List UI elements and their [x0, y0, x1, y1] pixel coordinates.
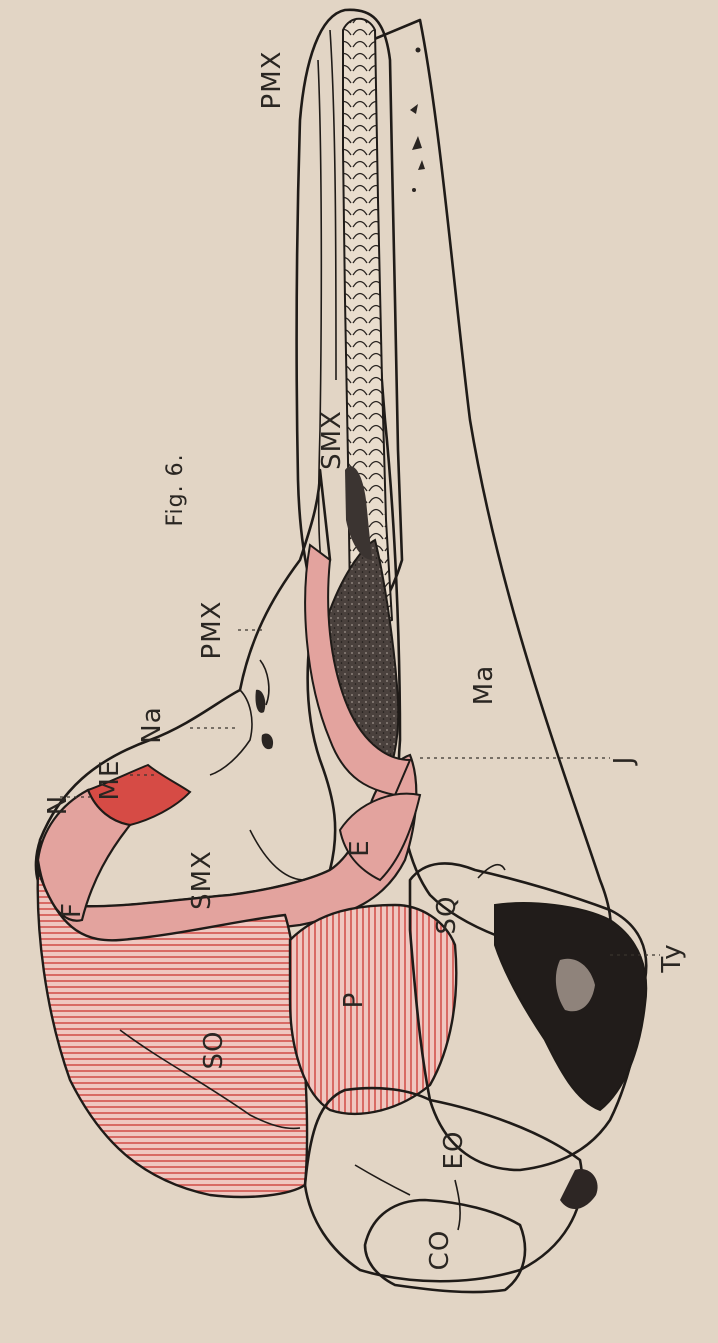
label-n: N	[43, 795, 73, 815]
skull-suture	[250, 830, 305, 880]
label-me: ME	[95, 760, 125, 801]
label-smx: SMX	[187, 850, 217, 910]
label-ma: Ma	[469, 665, 499, 705]
label-pmx-tip: PMX	[257, 51, 287, 110]
label-eo: EO	[439, 1131, 469, 1170]
label-p: P	[339, 992, 369, 1009]
skull-suture	[355, 1165, 410, 1195]
label-so: SO	[199, 1031, 229, 1070]
foramen-mark	[412, 136, 422, 150]
label-co: CO	[425, 1230, 455, 1271]
parietal-p	[290, 905, 456, 1114]
nasal-opening	[262, 733, 273, 749]
label-e: E	[345, 839, 375, 856]
label-smx-rostrum: SMX	[317, 410, 347, 470]
label-f: F	[57, 902, 87, 918]
tympanic-stroke	[560, 1169, 598, 1209]
foramen-mark	[410, 104, 418, 114]
label-pmx: PMX	[197, 601, 227, 660]
nasal-bone	[210, 690, 252, 775]
label-ty: Ty	[657, 943, 687, 973]
foramen-dot	[416, 48, 421, 53]
foramen-mark	[418, 160, 425, 170]
nasal-opening	[255, 690, 265, 713]
foramen-dot	[412, 188, 416, 192]
caption: Fig. 6.	[163, 453, 188, 526]
label-j: J	[609, 756, 639, 767]
label-na: Na	[137, 706, 167, 743]
label-sq: SQ	[432, 896, 462, 935]
rostrum-inner-line-2	[330, 30, 336, 380]
skull-suture	[455, 1180, 460, 1230]
